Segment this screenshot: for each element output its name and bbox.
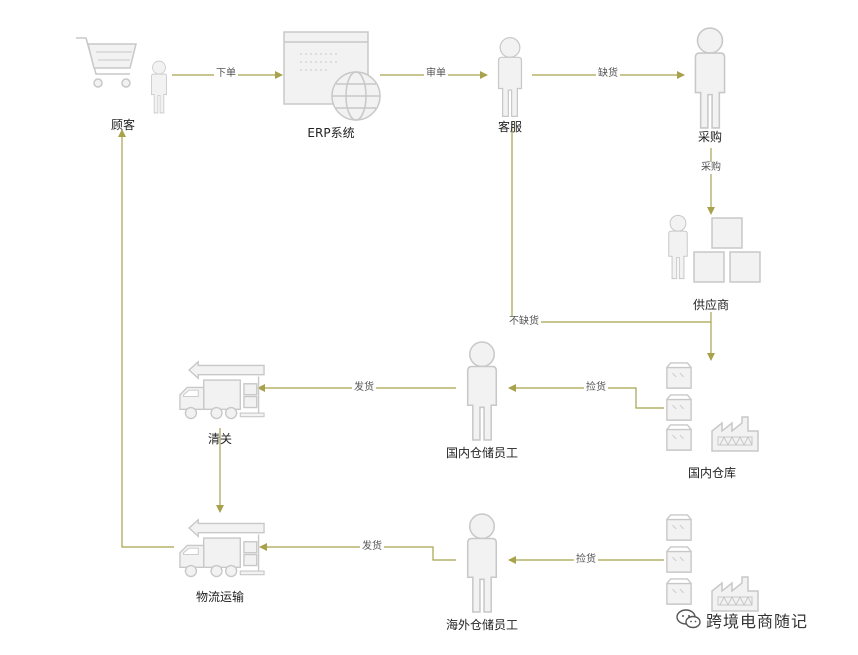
edge-overseas-staff-logistics [259,543,456,561]
edge-label-in-stock: 不缺货 [507,316,541,328]
edge-label-review-order: 审单 [424,68,448,80]
customer-person-icon [151,60,167,114]
edge-label-pick-domestic: 捡货 [584,382,608,394]
service-person-icon [497,36,523,118]
logistics-truck-icon [179,519,265,578]
node-label-supplier: 供应商 [692,298,730,312]
node-label-domestic-staff: 国内仓储员工 [445,446,519,460]
node-label-customs: 清关 [207,432,233,446]
edge-label-ship-overseas: 发货 [360,541,384,553]
edges [118,71,715,564]
edge-label-out-of-stock: 缺货 [596,68,620,80]
overseas-warehouse-icon [666,514,759,612]
domestic-warehouse-icon [666,362,759,452]
node-label-purchasing: 采购 [697,130,723,144]
supplier-icon [668,214,761,283]
edge-label-place-order: 下单 [214,68,238,80]
watermark-text: 跨境电商随记 [706,612,809,631]
watermark: 跨境电商随记 [670,606,850,632]
edge-label-purchase: 采购 [699,162,723,174]
domestic-staff-person-icon [466,341,498,441]
purchasing-person-icon [694,27,726,129]
customs-truck-icon [179,361,265,420]
node-label-erp: ERP系统 [307,126,355,140]
edge-logistics-customer [118,129,174,548]
node-label-customer: 顾客 [110,118,136,132]
edge-label-pick-overseas: 捡货 [574,554,598,566]
wechat-icon [676,609,701,629]
shopping-cart-icon [76,37,137,88]
edge-label-ship-domestic: 发货 [352,382,376,394]
edge-warehouse-domestic-staff [508,384,664,409]
node-label-service: 客服 [497,120,523,134]
erp-window-icon [283,31,381,121]
node-label-domestic-warehouse: 国内仓库 [687,466,737,480]
overseas-staff-person-icon [466,513,498,613]
node-label-logistics: 物流运输 [195,590,245,604]
node-label-overseas-staff: 海外仓储员工 [445,618,519,632]
